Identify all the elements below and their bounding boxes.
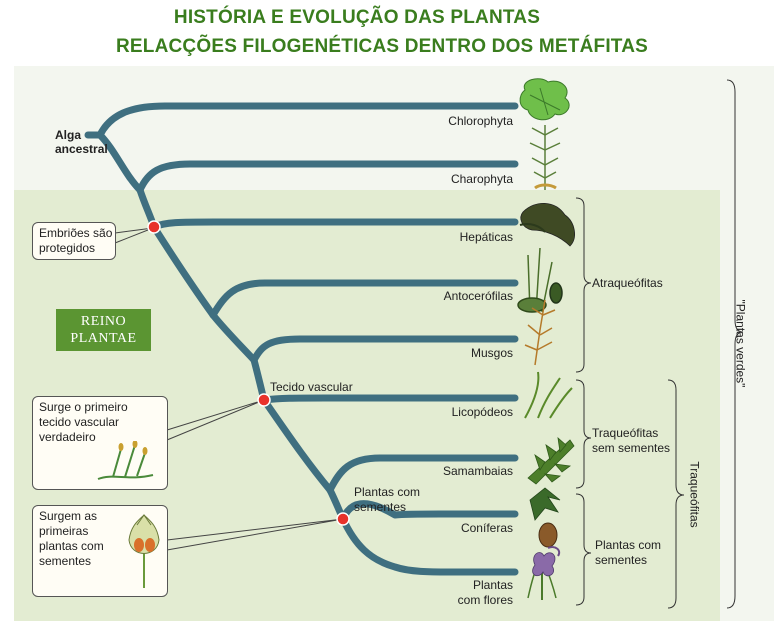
group-atraqueofitas: Atraqueófitas — [592, 276, 663, 291]
taxon-antocerofilas: Antocerófilas — [413, 289, 513, 304]
branch-licopodeos — [264, 398, 515, 400]
node-label-vascular: Tecido vascular — [270, 380, 353, 395]
taxon-licopodeos: Licopódeos — [413, 405, 513, 420]
taxon-plantas-com-flores: Plantas com flores — [413, 578, 513, 608]
reino-plantae-badge: REINO PLANTAE — [56, 309, 151, 351]
callout-seeds: Surgem as primeiras plantas com sementes — [32, 505, 168, 597]
plant-illustration-samambaias-icon — [528, 438, 574, 484]
bracket-traqueofitas — [668, 380, 684, 608]
bracket-atraqueofitas — [576, 198, 591, 372]
plant-illustration-charophyta-icon — [530, 125, 560, 190]
plant-illustration-licopodeos-icon — [525, 372, 572, 418]
root-label: Alga ancestral — [55, 128, 108, 156]
plant-illustration-flores-icon — [528, 547, 559, 600]
branch-embryo-down — [154, 227, 213, 315]
callout-pointer-seeds — [167, 519, 343, 550]
group-traqueofitas: Traqueófitas — [687, 461, 702, 527]
bracket-plantas-com-sementes — [576, 494, 591, 605]
group-plantas-verdes: "Plantas verdes" — [732, 300, 747, 388]
plant-illustration-hepaticas-icon — [520, 203, 575, 246]
plant-illustration-antocerofilas-icon — [518, 248, 562, 312]
taxon-chlorophyta: Chlorophyta — [413, 114, 513, 129]
branch-hepaticas — [154, 222, 515, 227]
callout-pointer-vascular — [167, 400, 264, 440]
taxon-hepaticas: Hepáticas — [413, 230, 513, 245]
group-traqueofitas-sem-sementes: Traqueófitas sem sementes — [592, 426, 670, 456]
callout-vascular: Surge o primeiro tecido vascular verdade… — [32, 396, 168, 490]
branch-vascular-down — [264, 400, 330, 490]
taxon-samambaias: Samambaias — [413, 464, 513, 479]
node-vascular — [258, 394, 270, 406]
branch-to-musgos-node — [213, 315, 254, 360]
plant-illustration-coniferas-icon — [530, 488, 560, 547]
callout-pointer-embryos — [115, 228, 153, 243]
plant-illustration-chlorophyta-icon — [520, 79, 569, 120]
taxon-musgos: Musgos — [413, 346, 513, 361]
node-seeds — [337, 513, 349, 525]
seed-plant-icon — [119, 510, 169, 590]
bracket-traqueofitas-sem-sementes — [576, 380, 591, 488]
taxon-charophyta: Charophyta — [413, 172, 513, 187]
callout-vascular-text: Surge o primeiro tecido vascular verdade… — [39, 400, 161, 445]
taxon-coniferas: Coníferas — [413, 521, 513, 536]
callout-embryos: Embriões são protegidos — [32, 222, 116, 260]
vascular-plant-icon — [93, 441, 163, 486]
node-label-seeds: Plantas com sementes — [354, 485, 420, 515]
group-plantas-com-sementes: Plantas com sementes — [595, 538, 661, 568]
node-embryos — [148, 221, 160, 233]
